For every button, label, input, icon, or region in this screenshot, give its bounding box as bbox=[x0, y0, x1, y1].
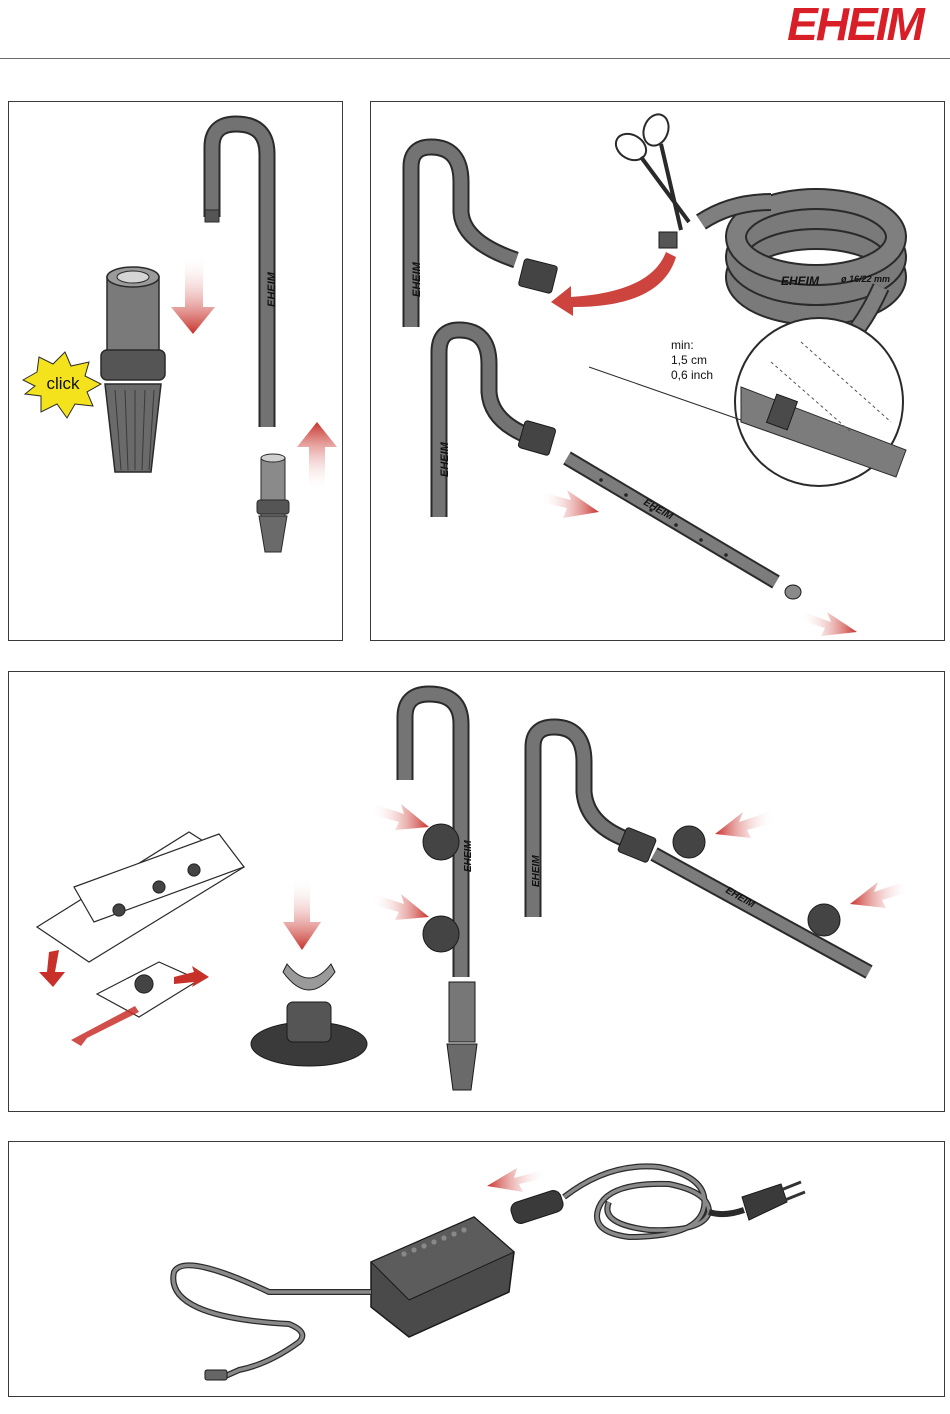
click-label: click bbox=[46, 374, 80, 393]
header-rule bbox=[0, 58, 950, 59]
outflow-pipe-lower: EHEIM bbox=[439, 330, 556, 517]
panel-suction-cups: EHEIM EHEIM EHEIM bbox=[8, 671, 945, 1112]
arrow-left-icon-3b bbox=[850, 882, 910, 908]
scissors-icon bbox=[611, 111, 689, 230]
min-cm-label: 1,5 cm bbox=[671, 353, 707, 367]
end-cap bbox=[785, 585, 801, 599]
tube-brand-label-3a: EHEIM bbox=[463, 840, 474, 872]
hose-connector bbox=[518, 258, 558, 293]
dc-plug bbox=[205, 1370, 227, 1380]
click-burst: click bbox=[23, 352, 101, 418]
eheim-logo: EHEIM bbox=[764, 2, 946, 46]
hose-brand-label: EHEIM bbox=[781, 274, 820, 288]
spray-bar: EHEIM bbox=[567, 458, 801, 599]
page-header: EHEIM bbox=[0, 0, 950, 60]
mains-plug bbox=[742, 1182, 805, 1220]
panel-intake-assembly: EHEIM click bbox=[8, 101, 343, 641]
brand-text: EHEIM bbox=[787, 2, 926, 46]
arrow-right-icon-1 bbox=[539, 490, 599, 518]
min-label: min: bbox=[671, 338, 694, 352]
tube-brand-label-2: EHEIM bbox=[439, 441, 451, 477]
strainer-large bbox=[101, 267, 165, 472]
arrow-right-icon-2 bbox=[799, 612, 857, 636]
power-transformer bbox=[371, 1217, 514, 1337]
panel-power-supply bbox=[8, 1141, 945, 1397]
curved-arrow-icon bbox=[551, 252, 676, 316]
arrow-up-icon bbox=[297, 422, 337, 492]
tube-brand-label: EHEIM bbox=[266, 271, 278, 307]
arrow-left-icon-4 bbox=[487, 1168, 547, 1192]
outflow-with-spray-bar: EHEIM EHEIM bbox=[531, 727, 869, 972]
arrow-down-icon-3 bbox=[283, 877, 321, 950]
outflow-pipe-upper: EHEIM bbox=[411, 147, 516, 327]
arrow-right-icon-3a bbox=[371, 804, 429, 830]
mains-coupler bbox=[509, 1189, 565, 1226]
suction-cup-large bbox=[251, 964, 367, 1066]
tube-brand-label-3b: EHEIM bbox=[531, 855, 542, 887]
hose-size-label: ø 16/22 mm bbox=[841, 274, 890, 284]
panel-outflow-assembly: EHEIM EHEIM ø 16/22 mm bbox=[370, 101, 945, 641]
intake-tube-with-cups: EHEIM bbox=[405, 694, 477, 1090]
cut-piece bbox=[659, 232, 677, 248]
detail-magnifier: min: 1,5 cm 0,6 inch bbox=[589, 318, 906, 486]
arrow-right-icon-3b bbox=[371, 894, 429, 920]
min-inch-label: 0,6 inch bbox=[671, 368, 713, 382]
arrow-down-left-icon bbox=[39, 950, 65, 987]
tube-brand-label-1: EHEIM bbox=[411, 261, 423, 297]
suction-cup-packaging bbox=[37, 832, 244, 1017]
strainer-small bbox=[257, 454, 289, 552]
arrow-down-left-icon-2 bbox=[71, 1006, 139, 1046]
arrow-left-icon-3a bbox=[715, 812, 775, 838]
intake-tube: EHEIM bbox=[205, 124, 278, 427]
arrow-down-icon bbox=[171, 254, 215, 334]
